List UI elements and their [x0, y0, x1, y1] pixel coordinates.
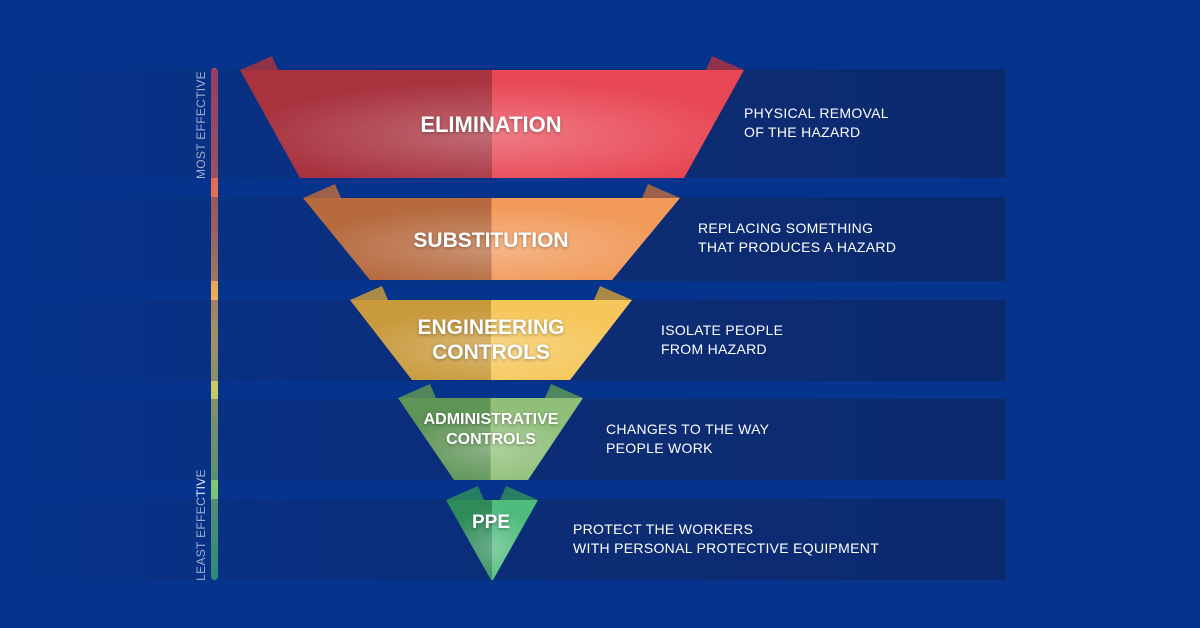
- description-line: CHANGES TO THE WAY: [606, 420, 770, 437]
- funnel-fold-left: [240, 56, 278, 70]
- funnel-fold-left: [398, 384, 436, 398]
- funnel-fold-right: [706, 56, 744, 70]
- description-line: OF THE HAZARD: [744, 123, 861, 140]
- description-line: REPLACING SOMETHING: [698, 220, 874, 236]
- level-title: PPE: [361, 511, 621, 534]
- description-line: THAT PRODUCES A HAZARD: [698, 239, 897, 255]
- funnel-level-highlight: [398, 398, 583, 480]
- funnel-level-highlight: [303, 198, 680, 280]
- level-title: ELIMINATION: [361, 112, 621, 138]
- description-line: WITH PERSONAL PROTECTIVE EQUIPMENT: [573, 539, 880, 556]
- title-line: ELIMINATION: [420, 112, 562, 137]
- title-line: PPE: [471, 511, 511, 533]
- funnel-fold-right: [594, 286, 632, 300]
- description-line: ISOLATE PEOPLE: [661, 321, 784, 338]
- title-line: ADMINISTRATIVE: [423, 411, 559, 428]
- funnel-fold-right: [500, 486, 538, 500]
- funnel-fold-right: [642, 184, 680, 198]
- title-line: CONTROLS: [446, 431, 536, 448]
- funnel-fold-left: [350, 286, 388, 300]
- level-description: REPLACING SOMETHING THAT PRODUCES A HAZAR…: [698, 219, 896, 257]
- level-description: PROTECT THE WORKERS WITH PERSONAL PROTECT…: [573, 520, 879, 558]
- level-description: ISOLATE PEOPLE FROM HAZARD: [661, 321, 783, 359]
- level-description: PHYSICAL REMOVAL OF THE HAZARD: [744, 104, 889, 142]
- description-line: FROM HAZARD: [661, 340, 767, 357]
- level-title: SUBSTITUTION: [361, 228, 621, 253]
- funnel-level-highlight: [350, 300, 632, 380]
- funnel-fold-left: [303, 184, 341, 198]
- description-line: PHYSICAL REMOVAL: [744, 104, 889, 121]
- funnel-level-highlight: [240, 70, 744, 178]
- description-line: PROTECT THE WORKERS: [573, 520, 754, 537]
- funnel-fold-right: [545, 384, 583, 398]
- level-title: ADMINISTRATIVE CONTROLS: [361, 410, 621, 450]
- title-line: CONTROLS: [432, 341, 550, 364]
- description-line: PEOPLE WORK: [606, 439, 713, 456]
- level-description: CHANGES TO THE WAY PEOPLE WORK: [606, 420, 769, 458]
- title-line: SUBSTITUTION: [413, 228, 569, 252]
- funnel-level-highlight: [446, 500, 538, 580]
- title-line: ENGINEERING: [417, 316, 565, 339]
- funnel-fold-left: [446, 486, 484, 500]
